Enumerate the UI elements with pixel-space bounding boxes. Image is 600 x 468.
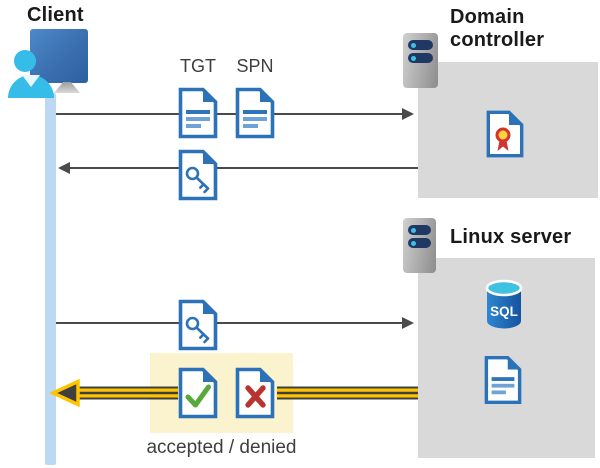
server-slot-icon xyxy=(408,53,433,63)
accepted-denied-arrow xyxy=(50,379,418,407)
ticket-arrowhead-icon xyxy=(402,317,414,329)
tgs-response-arrow-line xyxy=(70,167,418,169)
certificate-document-icon xyxy=(486,110,524,158)
cross-document-icon xyxy=(235,367,275,419)
key-document-icon xyxy=(178,149,218,201)
linux-server-label: Linux server xyxy=(450,226,572,248)
tgt-label: TGT xyxy=(180,56,216,76)
server-slot-icon xyxy=(408,238,431,248)
sql-database-icon: SQL xyxy=(485,279,523,329)
spn-document-icon xyxy=(235,87,275,139)
check-document-icon xyxy=(178,367,218,419)
person-body xyxy=(8,75,54,98)
linux-server-icon xyxy=(403,218,436,273)
request-arrow-line xyxy=(56,113,402,115)
sql-icon-label: SQL xyxy=(490,304,518,319)
ticket-arrow-line xyxy=(56,322,402,324)
monitor-icon xyxy=(30,29,88,83)
client-label: Client xyxy=(27,4,84,26)
request-arrowhead-icon xyxy=(402,108,414,120)
domain-controller-label: Domain controller xyxy=(450,6,545,51)
domain-controller-server-icon xyxy=(403,33,438,88)
client-lifeline xyxy=(45,93,56,465)
keytab-document-icon xyxy=(484,355,522,405)
server-slot-icon xyxy=(408,225,431,235)
result-label: accepted / denied xyxy=(146,437,297,458)
person-icon xyxy=(14,50,36,72)
key-document-icon xyxy=(178,299,218,351)
tgt-document-icon xyxy=(178,87,218,139)
server-slot-icon xyxy=(408,40,433,50)
tgs-response-arrowhead-icon xyxy=(58,162,70,174)
monitor-stand xyxy=(54,82,80,93)
spn-label: SPN xyxy=(236,56,274,76)
